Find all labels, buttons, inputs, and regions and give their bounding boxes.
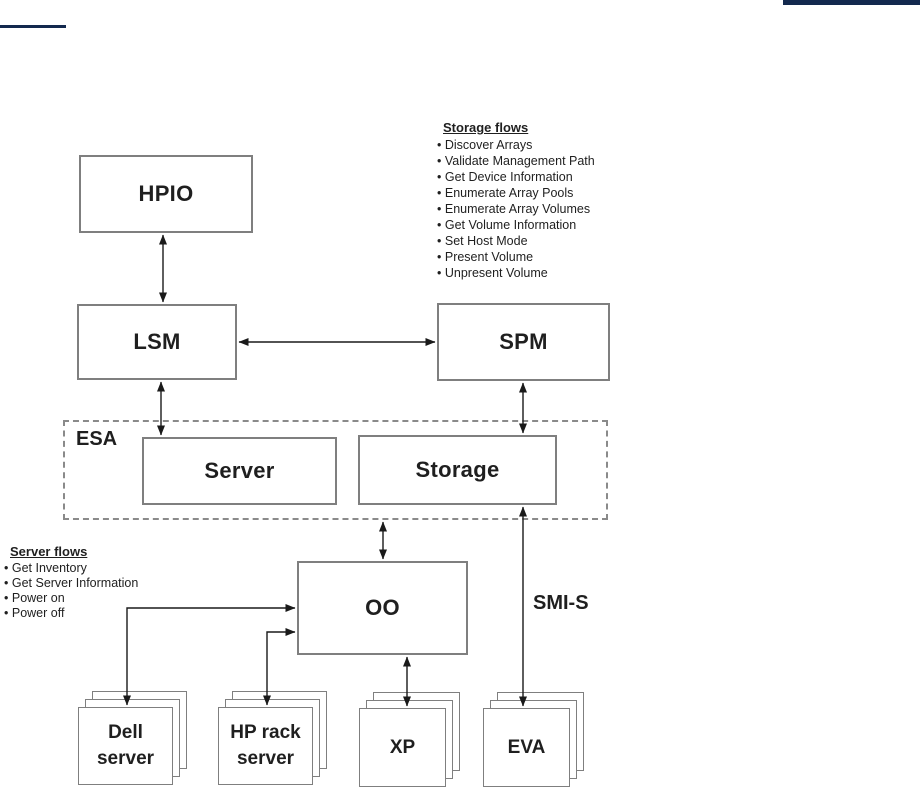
storage-flows-items: Discover Arrays Validate Management Path… <box>437 137 657 281</box>
flow-item: Discover Arrays <box>437 137 657 153</box>
flow-item: Get Server Information <box>4 576 184 591</box>
node-lsm-label: LSM <box>133 329 181 354</box>
node-storage-label: Storage <box>415 457 500 482</box>
flow-item: Power off <box>4 606 184 621</box>
flow-item: Enumerate Array Pools <box>437 185 657 201</box>
node-storage: Storage <box>358 435 557 505</box>
storage-flows-list: Storage flows Discover Arrays Validate M… <box>437 120 657 281</box>
flow-item: Validate Management Path <box>437 153 657 169</box>
server-flows-title: Server flows <box>10 544 88 559</box>
flow-item: Get Device Information <box>437 169 657 185</box>
stack-hp-rack-server: HP rack server <box>218 691 330 787</box>
esa-label: ESA <box>76 428 118 450</box>
node-server: Server <box>142 437 337 505</box>
stack-layer-front: Dell server <box>78 707 173 785</box>
flow-item: Enumerate Array Volumes <box>437 201 657 217</box>
node-spm-label: SPM <box>499 329 548 354</box>
flow-item: Unpresent Volume <box>437 265 657 281</box>
stack-xp: XP <box>359 692 471 788</box>
stack-dell-server: Dell server <box>78 691 190 787</box>
server-flows-list: Server flows Get Inventory Get Server In… <box>4 544 184 621</box>
flow-item: Get Inventory <box>4 561 184 576</box>
flow-item: Power on <box>4 591 184 606</box>
node-lsm: LSM <box>77 304 237 380</box>
flow-item: Present Volume <box>437 249 657 265</box>
flow-item: Get Volume Information <box>437 217 657 233</box>
node-oo-label: OO <box>365 595 400 620</box>
stack-hp-label: HP rack server <box>230 722 301 769</box>
storage-flows-title: Storage flows <box>443 120 529 135</box>
smis-protocol-label: SMI-S <box>533 592 589 614</box>
server-flows-items: Get Inventory Get Server Information Pow… <box>4 561 184 621</box>
node-server-label: Server <box>204 458 275 483</box>
esa-container: ESA <box>63 420 608 520</box>
stack-dell-label: Dell server <box>96 722 155 769</box>
accent-bar-left <box>0 25 66 28</box>
node-spm: SPM <box>437 303 610 381</box>
stack-layer-front: XP <box>359 708 446 787</box>
stack-xp-label: XP <box>389 736 416 758</box>
stack-eva: EVA <box>483 692 595 788</box>
node-hpio-label: HPIO <box>138 181 194 206</box>
node-oo: OO <box>297 561 468 655</box>
flow-item: Set Host Mode <box>437 233 657 249</box>
stack-eva-label: EVA <box>507 736 546 758</box>
node-hpio: HPIO <box>79 155 253 233</box>
accent-bar-right <box>783 0 920 5</box>
stack-layer-front: EVA <box>483 708 570 787</box>
stack-layer-front: HP rack server <box>218 707 313 785</box>
